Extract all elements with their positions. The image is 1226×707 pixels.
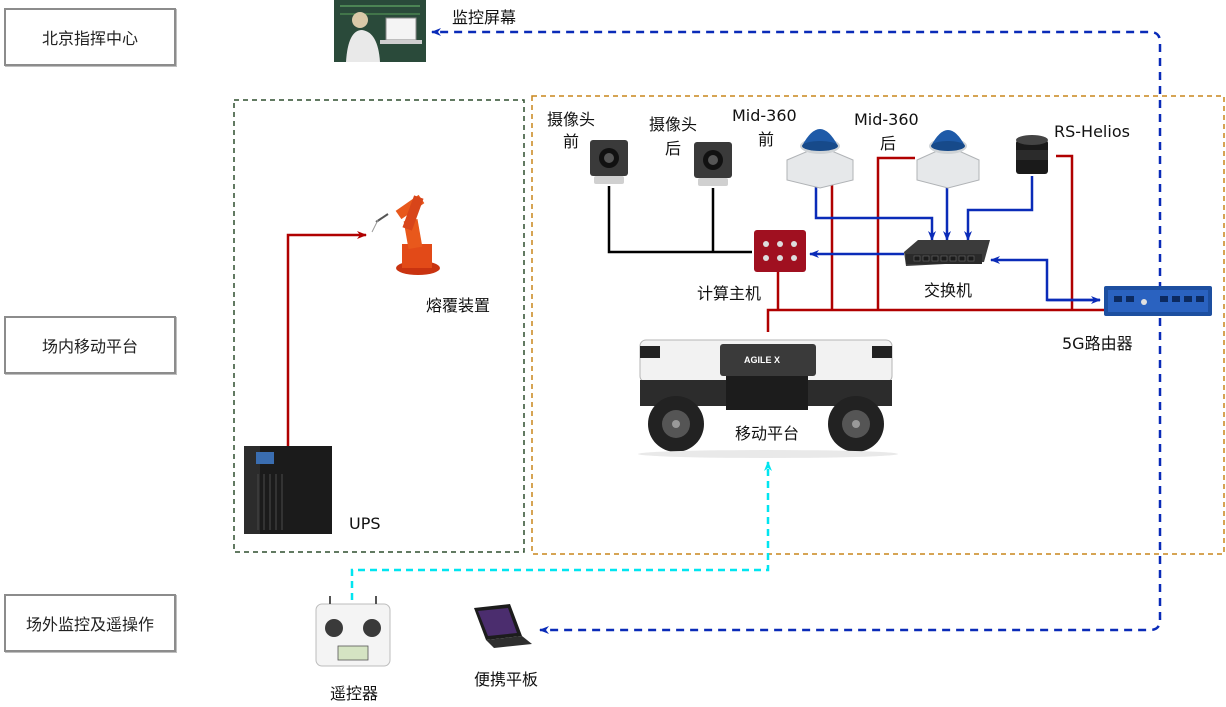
link-router-monitor (431, 28, 1162, 290)
camera-rear-label-1: 摄像头 (648, 115, 697, 134)
ups-label: UPS (349, 514, 381, 533)
camera-front-label-1: 摄像头 (546, 110, 595, 129)
lidar-rear-label-2: 后 (880, 134, 897, 153)
rs-helios-icon (1016, 135, 1048, 174)
monitor-screen-icon (334, 0, 426, 62)
cladding-device-label: 熔覆装置 (426, 296, 491, 315)
ups-icon (244, 446, 332, 534)
switch-icon (904, 240, 990, 266)
camera-rear-icon (694, 142, 732, 186)
router-5g-icon (1104, 286, 1212, 316)
power-line-lidar-rear (876, 156, 915, 310)
mobile-platform-icon (638, 339, 898, 458)
remote-controller-label: 遥控器 (330, 684, 379, 703)
compute-host-label: 计算主机 (697, 284, 762, 303)
lidar-front-label-2: 前 (758, 130, 775, 149)
power-line-bus (766, 308, 1104, 332)
lidar-front-label-1: Mid-360 (732, 106, 797, 125)
tablet-icon (474, 604, 532, 648)
mobile-platform-label: 移动平台 (735, 424, 800, 443)
zone-label-command-center: 北京指挥中心 (4, 8, 176, 66)
power-line-helios (1056, 154, 1074, 310)
link-remote-platform (350, 461, 772, 600)
eth-router-switch (990, 256, 1100, 302)
zone-label-onsite-platform: 场内移动平台 (4, 316, 176, 374)
tablet-label: 便携平板 (474, 670, 539, 689)
platform-brand-text: AGILE X (744, 355, 780, 365)
power-line-ups (286, 231, 367, 446)
zone-box-ups-cladding (233, 99, 525, 553)
router-5g-label: 5G路由器 (1062, 334, 1133, 353)
zone-box-mobile-platform (531, 95, 1225, 555)
lidar-rear-label-1: Mid-360 (854, 110, 919, 129)
cladding-arm-icon (371, 194, 440, 275)
eth-helios (964, 176, 1034, 241)
lidar-rear-icon (916, 130, 980, 189)
monitor-screen-label: 监控屏幕 (452, 8, 517, 27)
camera-line-front (607, 186, 752, 254)
camera-front-label-2: 前 (562, 132, 579, 151)
camera-rear-label-2: 后 (664, 139, 681, 158)
rs-helios-label: RS-Helios (1054, 122, 1130, 141)
remote-controller-icon (315, 596, 391, 667)
compute-host-icon (754, 230, 806, 272)
zone-label-offsite-control: 场外监控及遥操作 (4, 594, 176, 652)
lidar-front-icon (786, 129, 854, 189)
switch-label: 交换机 (924, 281, 973, 300)
link-router-tablet (539, 318, 1162, 634)
eth-lidar-front (814, 182, 936, 241)
camera-front-icon (590, 140, 628, 184)
